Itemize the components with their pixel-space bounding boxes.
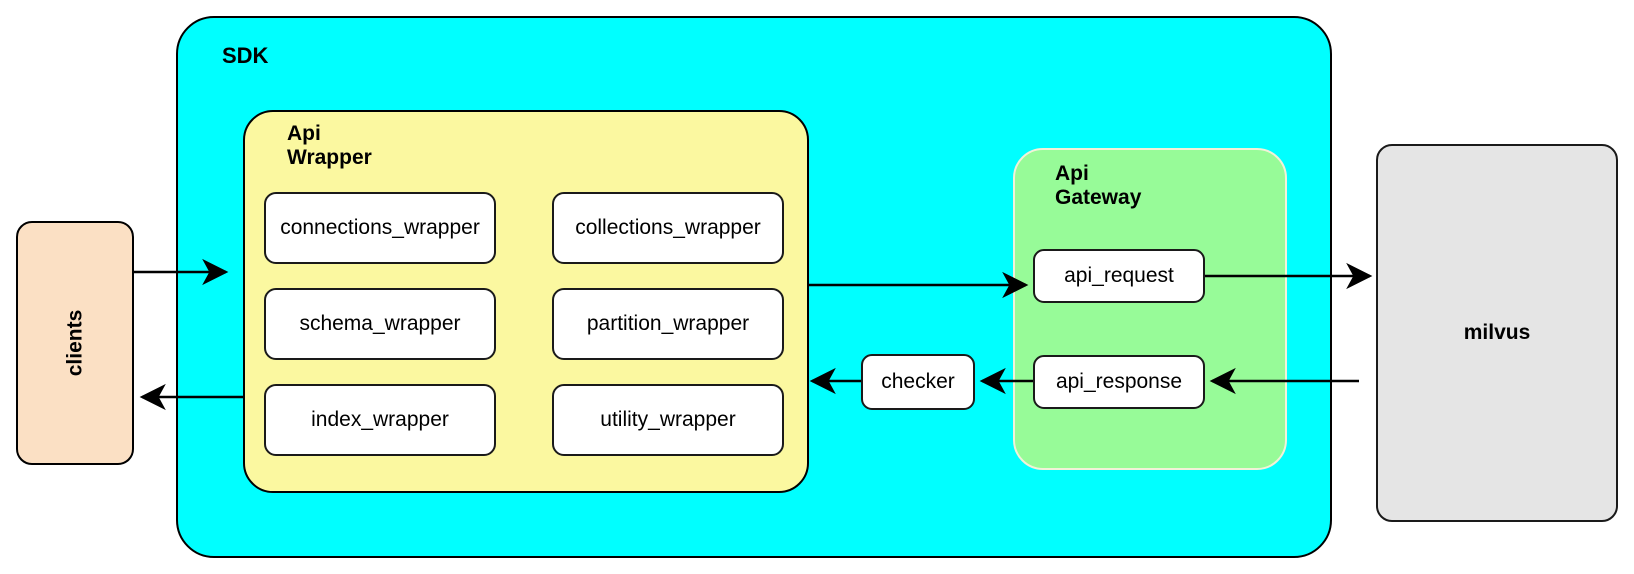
milvus-box[interactable]: milvus	[1376, 144, 1618, 522]
node-api-response[interactable]: api_response	[1033, 355, 1205, 409]
api-wrapper-label: Api Wrapper	[287, 122, 372, 170]
sdk-label: SDK	[222, 43, 269, 68]
node-index-wrapper[interactable]: index_wrapper	[264, 384, 496, 456]
node-schema-wrapper[interactable]: schema_wrapper	[264, 288, 496, 360]
node-api-request[interactable]: api_request	[1033, 249, 1205, 303]
node-collections-wrapper[interactable]: collections_wrapper	[552, 192, 784, 264]
node-connections-wrapper[interactable]: connections_wrapper	[264, 192, 496, 264]
api-gateway-label: Api Gateway	[1055, 162, 1142, 210]
clients-label: clients	[63, 309, 86, 377]
milvus-label: milvus	[1463, 321, 1531, 344]
node-partition-wrapper[interactable]: partition_wrapper	[552, 288, 784, 360]
api-gateway-container: Api Gateway	[1013, 148, 1287, 470]
node-utility-wrapper[interactable]: utility_wrapper	[552, 384, 784, 456]
clients-box[interactable]: clients	[16, 221, 134, 465]
node-checker[interactable]: checker	[861, 354, 975, 410]
